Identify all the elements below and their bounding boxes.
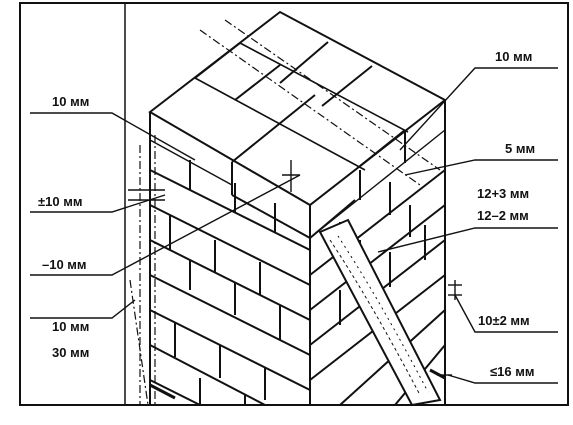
label-left-top: 10 мм xyxy=(52,94,89,109)
straightedge-bar xyxy=(318,218,442,407)
pillar-left-face xyxy=(149,112,311,406)
frame-border xyxy=(19,2,569,406)
leader-lines xyxy=(30,67,558,384)
label-right-plus: 12+3 мм xyxy=(477,186,529,201)
label-right-5: 5 мм xyxy=(505,141,535,156)
label-left-bottom-a: 10 мм xyxy=(52,319,89,334)
label-right-pm2: 10±2 мм xyxy=(478,313,530,328)
pillar-top-face xyxy=(148,10,447,207)
label-right-minus: 12–2 мм xyxy=(477,208,529,223)
label-right-le16: ≤16 мм xyxy=(490,364,534,379)
anchor-rods xyxy=(149,368,446,400)
label-left-plus-minus: ±10 мм xyxy=(38,194,82,209)
crosshair-marks xyxy=(128,160,462,376)
label-left-minus: –10 мм xyxy=(42,257,87,272)
label-left-bottom-b: 30 мм xyxy=(52,345,89,360)
label-right-top: 10 мм xyxy=(495,49,532,64)
top-course-edge xyxy=(231,162,356,239)
